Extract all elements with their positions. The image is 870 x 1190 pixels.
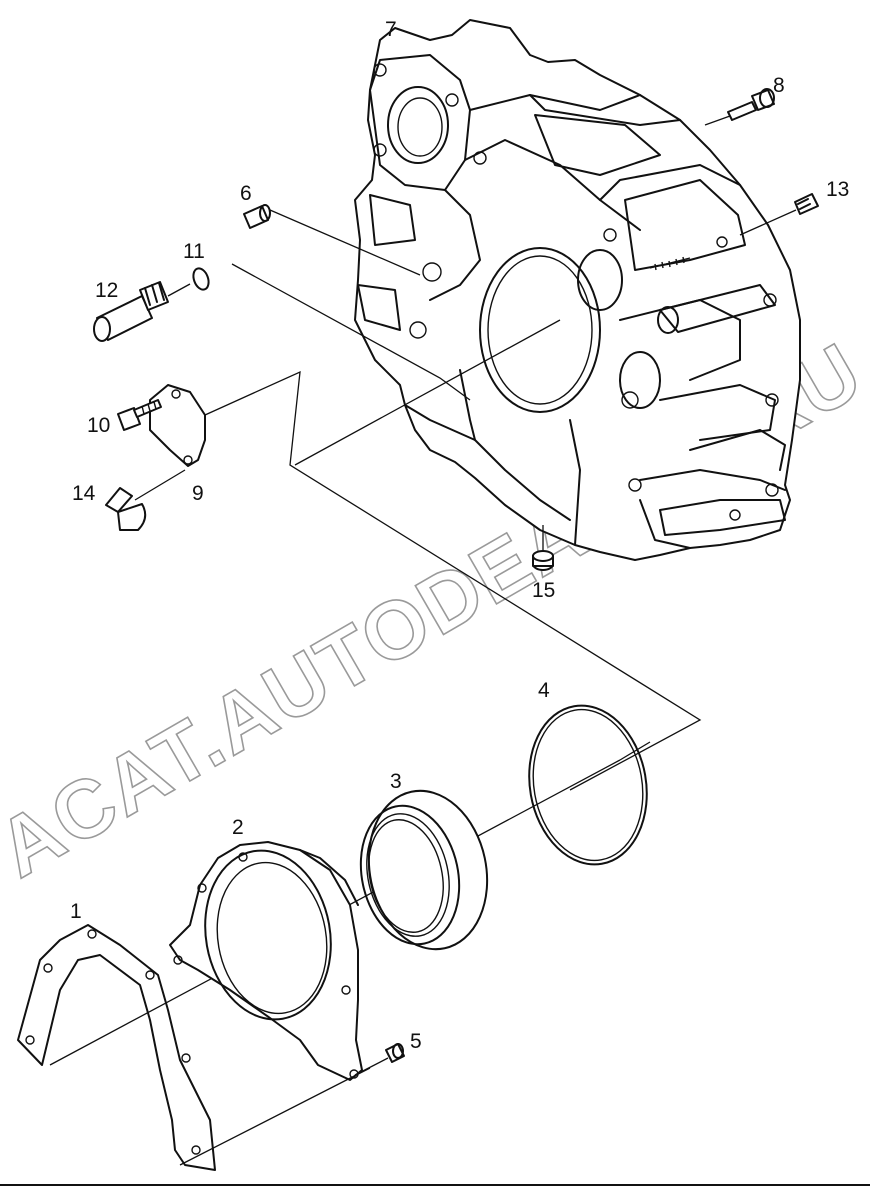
callout-5: 5 — [410, 1030, 422, 1053]
callout-1: 1 — [70, 900, 82, 923]
leader-8 — [704, 115, 731, 126]
callout-3: 3 — [390, 770, 402, 793]
callout-8: 8 — [773, 74, 785, 97]
callout-6: 6 — [240, 182, 252, 205]
sensor-part-12 — [93, 281, 169, 342]
callout-12: 12 — [95, 279, 118, 302]
plug-part-13 — [794, 193, 819, 215]
seal-carrier-part-2 — [169, 841, 363, 1081]
o-ring-part-11 — [192, 267, 210, 291]
leader-1 — [179, 1067, 371, 1166]
clip-part-14 — [105, 487, 147, 531]
leader-11 — [231, 263, 471, 401]
callout-4: 4 — [538, 679, 550, 702]
callout-2: 2 — [232, 816, 244, 839]
leader-14 — [134, 469, 186, 501]
leader-13 — [739, 209, 797, 236]
gasket-part-1 — [17, 924, 216, 1171]
callout-7: 7 — [385, 18, 397, 41]
bolt-part-5 — [385, 1043, 405, 1063]
leader-9-to-4 — [204, 370, 702, 791]
callout-10: 10 — [87, 414, 110, 437]
bolt-part-8 — [727, 88, 775, 121]
axis-line-housing — [294, 319, 561, 466]
plug-part-15 — [532, 550, 554, 571]
callout-9: 9 — [192, 482, 204, 505]
callout-15: 15 — [532, 579, 555, 602]
o-ring-part-4-inner — [532, 708, 644, 862]
axis-line-end — [619, 741, 651, 761]
oil-seal-part-3 — [359, 789, 489, 951]
o-ring-part-4 — [528, 704, 648, 866]
bolt-part-10 — [117, 399, 162, 431]
callout-13: 13 — [826, 178, 849, 201]
callout-11: 11 — [183, 240, 205, 263]
cover-plate-part-9 — [149, 384, 206, 467]
callout-14: 14 — [72, 482, 96, 505]
flywheel-housing-part-7 — [354, 19, 801, 561]
callout-labels: 7 8 13 6 11 12 10 9 14 15 4 3 2 1 5 — [70, 18, 849, 1053]
leader-12 — [167, 283, 191, 297]
sleeve-part-6 — [243, 204, 271, 229]
leader-6 — [269, 209, 421, 276]
